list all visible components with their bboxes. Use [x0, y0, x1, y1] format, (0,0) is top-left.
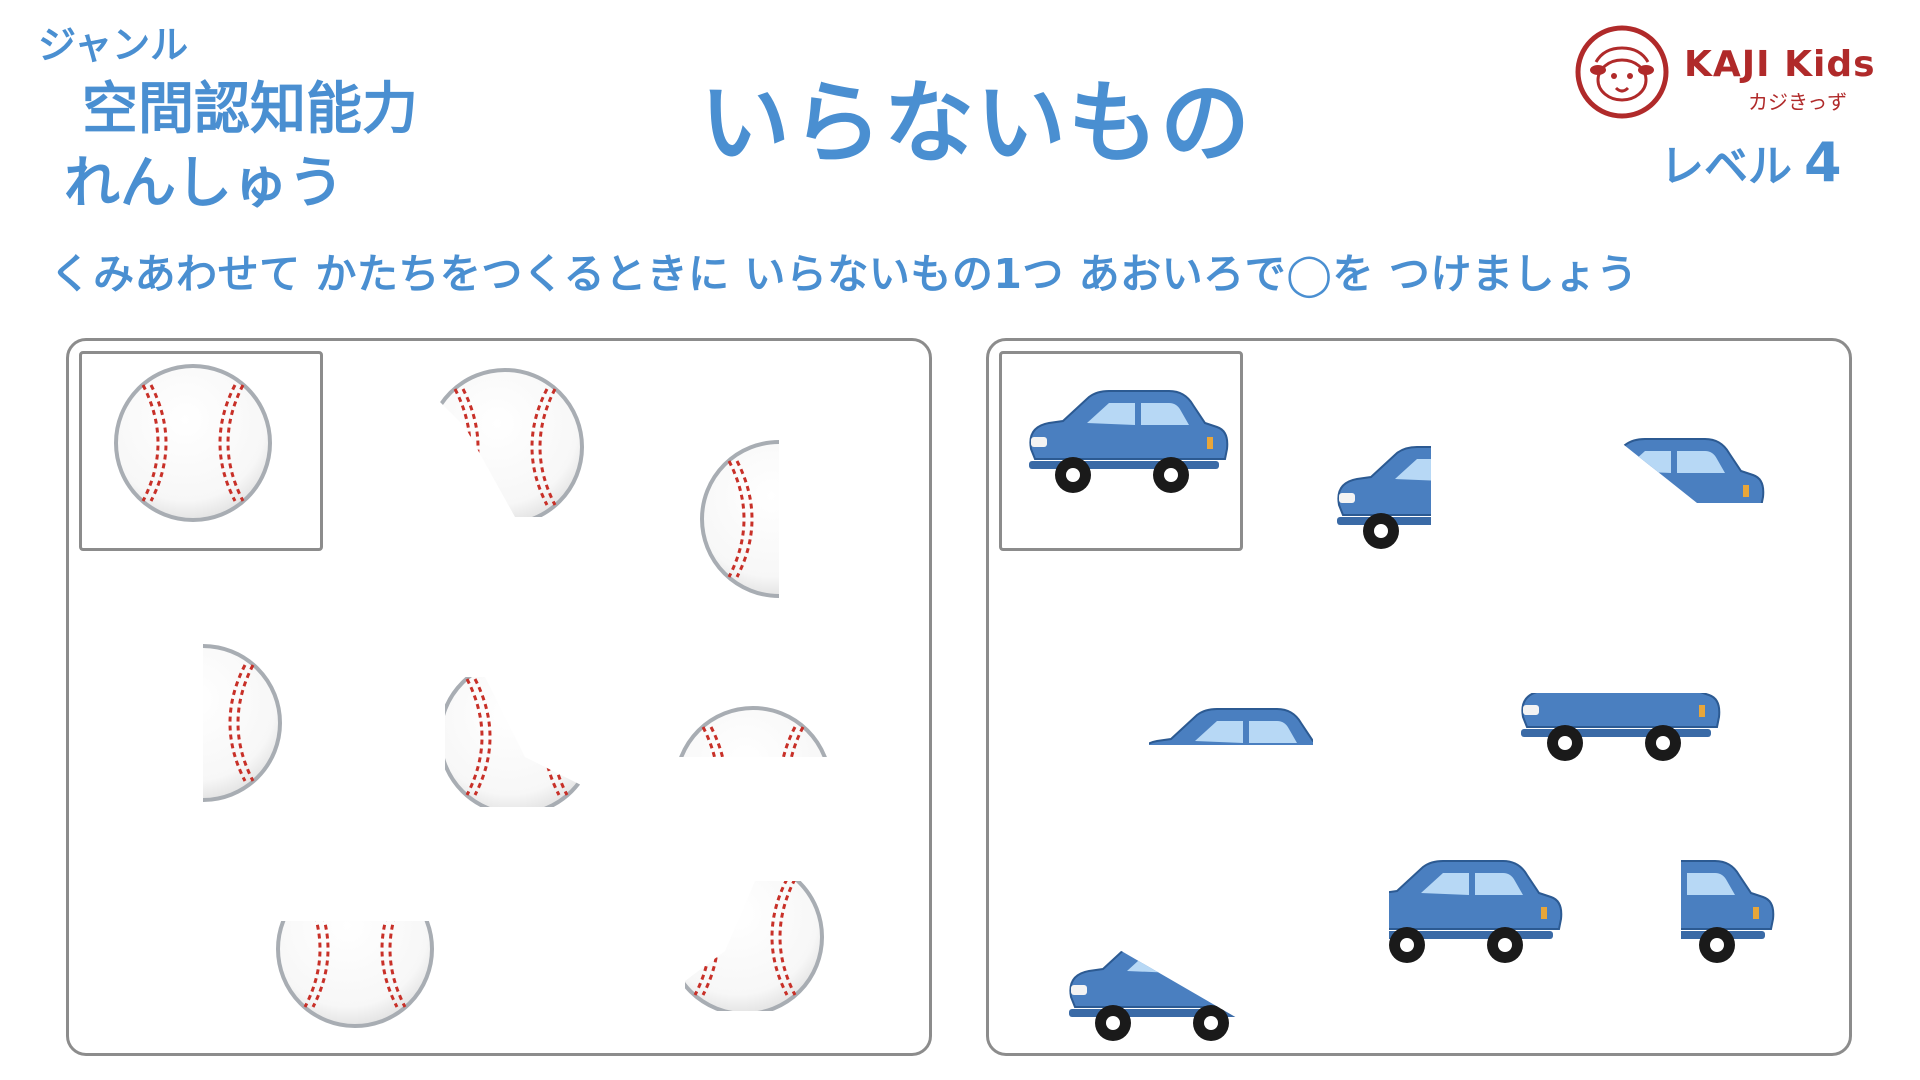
baseball-piece-icon[interactable]	[685, 881, 825, 1011]
level-number: 4	[1804, 131, 1842, 194]
page-title: いらないもの	[700, 71, 1252, 176]
baseball-piece-icon[interactable]	[425, 367, 585, 517]
baseball-piece-icon[interactable]	[203, 643, 283, 803]
reference-frame	[999, 351, 1243, 551]
baseball-piece-icon[interactable]	[445, 677, 585, 807]
level-label: レベル	[1660, 141, 1792, 192]
genre-sub: れんしゅう	[64, 151, 344, 216]
car-piece-icon[interactable]	[1319, 441, 1431, 553]
brand-name: KAJI Kids	[1684, 44, 1876, 85]
car-piece-icon[interactable]	[1149, 703, 1313, 745]
brand-subtitle: カジきっず	[1748, 90, 1848, 114]
sheep-face-icon	[1575, 25, 1669, 119]
car-piece-icon[interactable]	[1609, 433, 1771, 503]
genre-name: 空間認知能力	[82, 77, 418, 142]
reference-frame	[79, 351, 323, 551]
car-icon	[1028, 390, 1229, 494]
genre-label: ジャンル	[38, 23, 189, 67]
baseball-piece-icon[interactable]	[275, 921, 435, 1029]
instruction-text: くみあわせて かたちをつくるときに いらないもの1つ あおいろで◯を つけましょ…	[50, 250, 1638, 298]
car-piece-icon[interactable]	[1681, 855, 1781, 967]
car-piece-icon[interactable]	[1503, 693, 1727, 763]
baseball-piece-icon[interactable]	[699, 439, 779, 599]
car-piece-icon[interactable]	[1389, 855, 1569, 967]
brand-logo: KAJI Kids カジきっず	[1572, 22, 1892, 122]
car-puzzle-panel	[986, 338, 1852, 1056]
baseball-puzzle-panel	[66, 338, 932, 1056]
car-piece-icon[interactable]	[1051, 933, 1263, 1045]
baseball-icon	[114, 364, 272, 522]
baseball-piece-icon[interactable]	[673, 705, 833, 757]
